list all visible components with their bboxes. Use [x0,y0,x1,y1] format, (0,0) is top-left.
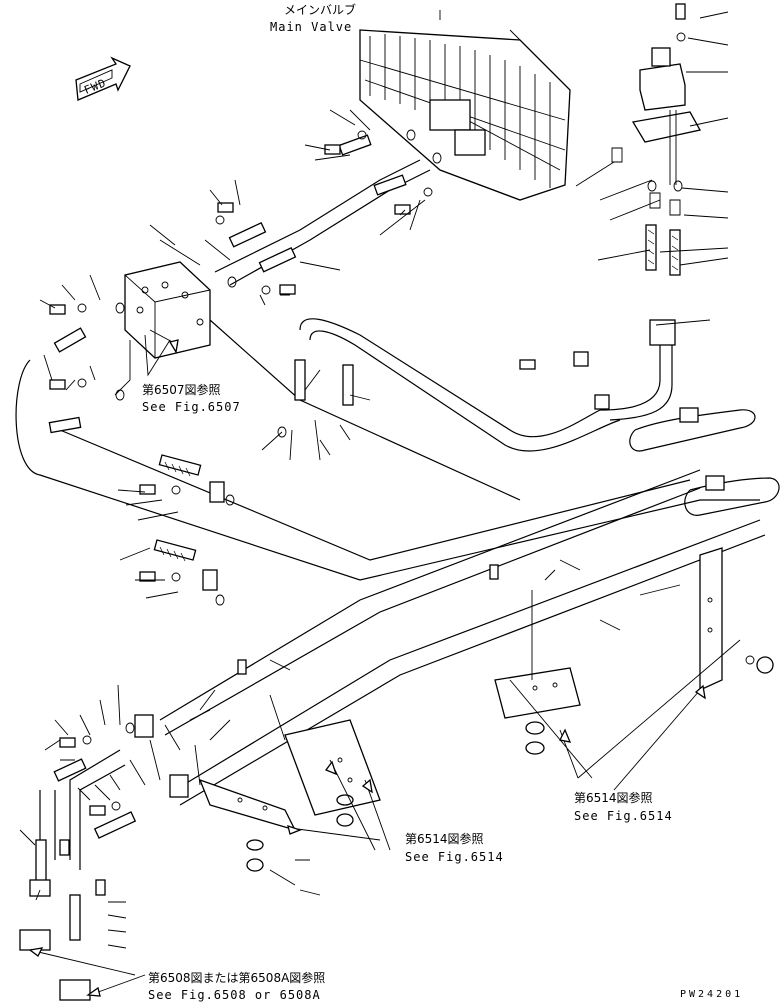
pressure-switch [611,47,701,346]
main-valve-label-jp: メインバルブ [284,3,357,17]
manifold-block [124,261,211,359]
pipe-routes [15,159,766,870]
ref-6514-center-label-en: See Fig.6514 [405,850,504,864]
ref-6514-right-label-jp: 第6514図参照 [574,791,653,805]
pipe-bends [237,351,780,675]
ref-6507-label-jp: 第6507図参照 [142,383,221,397]
mounting-brackets [194,547,774,872]
fittings [19,3,755,1001]
drawing-number: PW24201 [680,989,744,1000]
ref-6507-label-en: See Fig.6507 [142,400,241,414]
ref-6508-label-en: See Fig.6508 or 6508A [148,988,321,1002]
ref-6514-center-label-jp: 第6514図参照 [405,832,484,846]
leader-lines [19,10,741,997]
main-valve-label-en: Main Valve [270,20,353,34]
fwd-arrow-icon [75,56,131,101]
ref-6514-right-label-en: See Fig.6514 [574,809,673,823]
hoses [35,134,681,941]
ref-6508-label-jp: 第6508図または第6508A図参照 [148,971,326,985]
main-valve [359,29,571,201]
